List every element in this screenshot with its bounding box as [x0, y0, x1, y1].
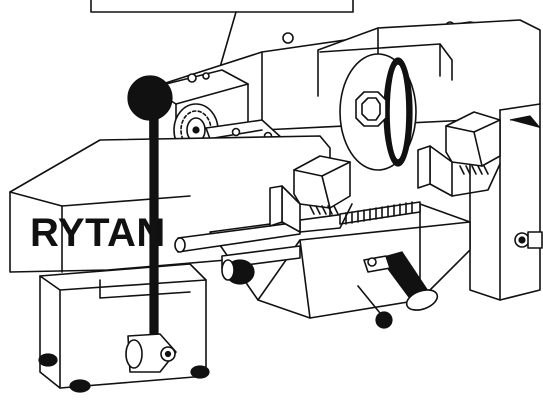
- brand-label: RYTAN: [30, 211, 166, 255]
- carriage-knob: [221, 259, 255, 285]
- lock-lever: [357, 285, 393, 329]
- threaded-shaft: [339, 201, 421, 225]
- lever-ball-icon: [127, 75, 173, 121]
- screw-head: [282, 32, 294, 44]
- right-vise-clamp: [417, 111, 501, 197]
- rubber-foot: [69, 379, 91, 393]
- cutter-nut: [355, 91, 387, 127]
- left-vise-clamp: [269, 155, 353, 233]
- carriage-handle: [363, 251, 439, 311]
- operating-lever: [125, 75, 177, 373]
- front-foot-block: [38, 263, 210, 393]
- cutter-wheel: [339, 53, 417, 171]
- rubber-foot: [190, 365, 210, 379]
- callout-box: [90, 0, 354, 13]
- rubber-foot: [38, 353, 58, 367]
